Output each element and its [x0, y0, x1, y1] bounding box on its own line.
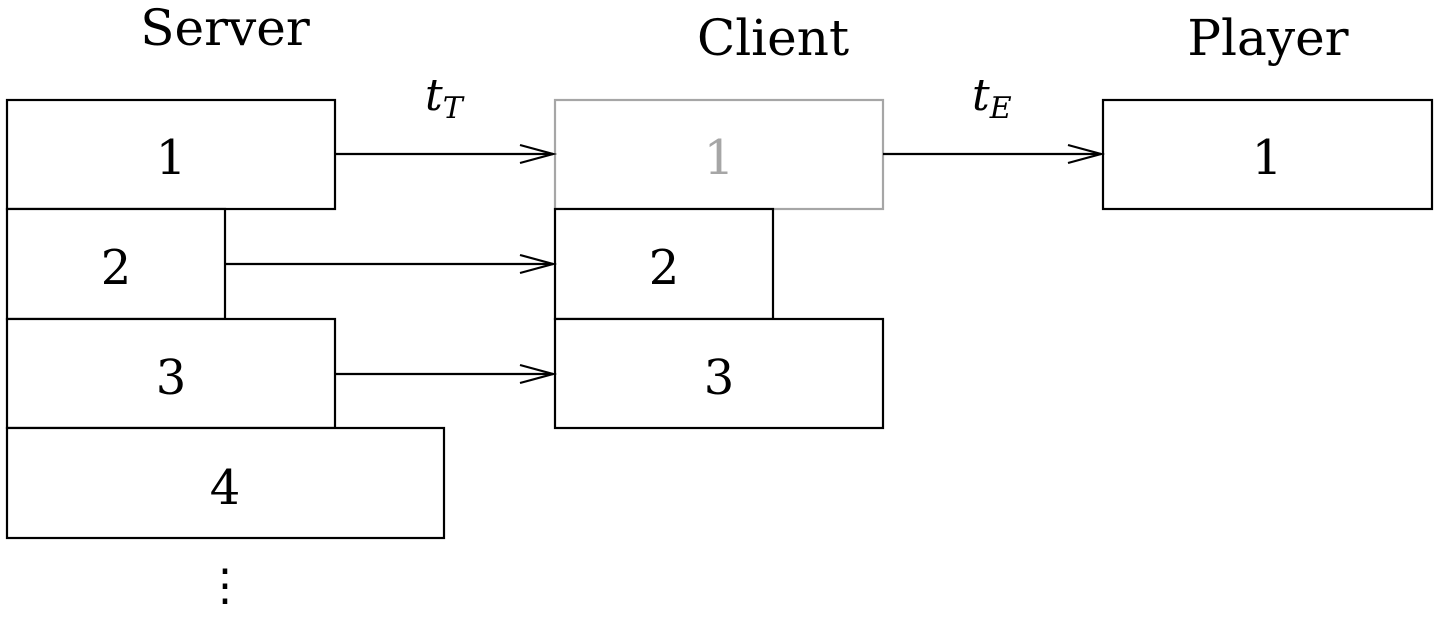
arrow-client-1-to-player-1	[883, 143, 1106, 165]
server-column-title: Server	[140, 0, 310, 57]
client-block-1-label: 1	[704, 130, 735, 186]
player-block-1: 1	[1101, 98, 1434, 211]
client-block-2-label: 2	[649, 240, 680, 296]
client-block-3: 3	[553, 317, 885, 430]
arrow-server-2-to-client-2	[225, 253, 558, 275]
transfer-time-label: tT	[425, 70, 465, 126]
execution-time-label: tE	[972, 70, 1012, 126]
client-block-2: 2	[553, 207, 775, 321]
server-block-2-label: 2	[101, 240, 132, 296]
execution-time-base: t	[972, 70, 990, 121]
client-column-title: Client	[697, 9, 849, 67]
server-block-4: 4	[5, 426, 446, 540]
server-block-1: 1	[5, 98, 337, 211]
server-block-4-label: 4	[210, 460, 241, 516]
server-block-1-label: 1	[156, 130, 187, 186]
execution-time-subscript: E	[989, 91, 1012, 126]
server-block-3-label: 3	[156, 350, 187, 406]
continuation-ellipsis: ⋮	[203, 560, 247, 611]
server-block-2: 2	[5, 207, 227, 321]
client-block-1: 1	[553, 98, 885, 211]
server-block-3: 3	[5, 317, 337, 430]
player-block-1-label: 1	[1252, 130, 1283, 186]
player-column-title: Player	[1187, 9, 1348, 67]
arrow-server-3-to-client-3	[335, 363, 558, 385]
transfer-time-subscript: T	[443, 91, 465, 126]
transfer-time-base: t	[425, 70, 443, 121]
arrow-server-1-to-client-1	[335, 143, 558, 165]
client-block-3-label: 3	[704, 350, 735, 406]
